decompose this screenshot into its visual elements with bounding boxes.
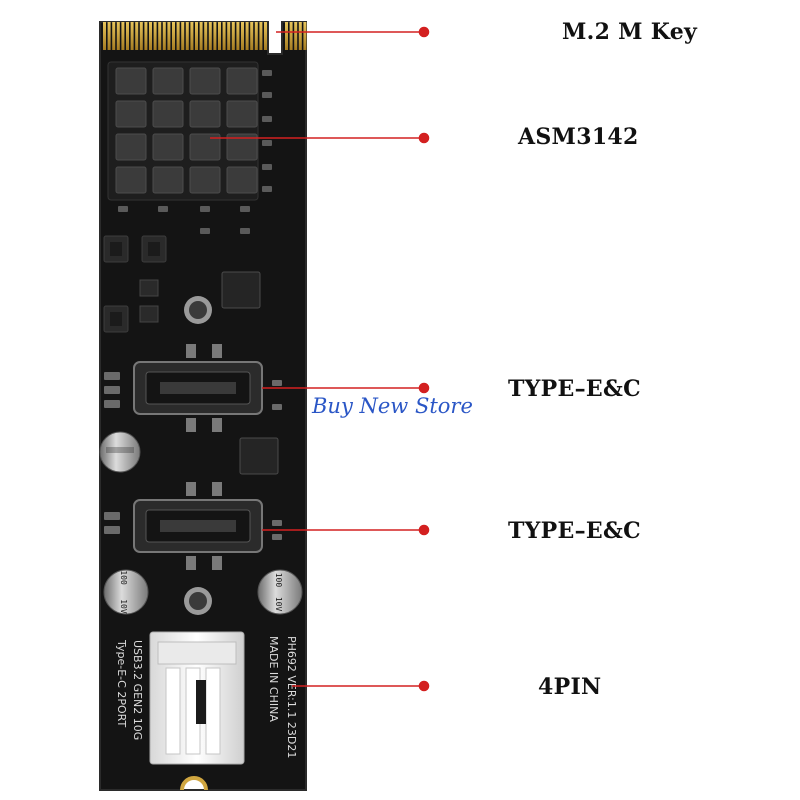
gold-pin: [144, 22, 148, 50]
heatsink-fin: [226, 100, 258, 128]
gold-pin: [176, 22, 180, 50]
heatsink-fin: [152, 67, 184, 95]
gold-pin: [303, 22, 307, 50]
svg-text:100 10V: 100 10V: [274, 573, 283, 612]
gold-pin: [172, 22, 175, 50]
gold-pin: [245, 22, 249, 50]
gold-pin: [259, 22, 263, 50]
capacitor-left-upper: [99, 431, 141, 473]
capacitor-left-lower: 100 10V: [103, 569, 149, 615]
heatsink-fin: [226, 67, 258, 95]
capacitor-right: 100 10V: [257, 569, 303, 615]
gold-pin: [181, 22, 185, 50]
gold-pin: [185, 22, 189, 50]
gold-pin: [130, 22, 134, 50]
gold-pin: [294, 22, 298, 50]
gold-pin: [153, 22, 157, 50]
gold-pin: [190, 22, 194, 50]
heatsink-fin: [226, 133, 258, 161]
pointer-4pin-dot: [418, 680, 430, 692]
gold-pin: [139, 22, 143, 50]
pointer-m2-key-dot: [418, 26, 430, 38]
type-e-connector-1: [133, 344, 263, 432]
pointer-type-ec-1-dot: [418, 382, 430, 394]
gold-pin: [135, 22, 139, 50]
m2-gold-fingers-key-side: [285, 22, 307, 50]
gold-pin: [158, 22, 162, 50]
gold-pin: [227, 22, 231, 50]
heatsink-fin: [115, 166, 147, 194]
smd-components-mid: [104, 372, 282, 540]
gold-pin: [254, 22, 258, 50]
heatsink-fin: [152, 166, 184, 194]
silk-model: PH692 VER:1.1 23D21: [285, 636, 298, 758]
m2-gold-fingers: [103, 22, 267, 50]
gold-pin: [167, 22, 171, 50]
four-pin-connector: [149, 631, 245, 765]
gold-pin: [195, 22, 198, 50]
inductors: [103, 235, 167, 333]
gold-pin: [213, 22, 217, 50]
callout-pointers: [210, 26, 430, 692]
gold-pin: [285, 22, 288, 50]
label-4pin: 4PIN: [538, 674, 602, 700]
label-type-ec-1: TYPE–E&C: [508, 376, 641, 402]
smd-components-top: [118, 70, 272, 234]
gold-pin: [298, 22, 302, 50]
screw-notch: [180, 776, 208, 791]
gold-pin: [199, 22, 203, 50]
gold-pin: [107, 22, 111, 50]
heatsink-fin: [115, 67, 147, 95]
pointer-asm3142-dot: [418, 132, 430, 144]
heatsink: [107, 61, 259, 201]
gold-pin: [241, 22, 244, 50]
heatsink-fin: [115, 100, 147, 128]
heatsink-fin: [189, 100, 221, 128]
ic-chips: [139, 271, 279, 475]
gold-pin: [289, 22, 293, 50]
heatsink-fin: [152, 133, 184, 161]
heatsink-base: [107, 61, 259, 201]
gold-pin: [218, 22, 221, 50]
heatsink-fin: [189, 67, 221, 95]
silkscreen-text: PH692 VER:1.1 23D21 MADE IN CHINA USB3.2…: [115, 636, 298, 758]
store-watermark: Buy New Store: [312, 394, 473, 418]
gold-pin: [162, 22, 166, 50]
gold-pin: [250, 22, 254, 50]
pointer-type-ec-2-dot: [418, 524, 430, 536]
type-e-connector-2: [133, 482, 263, 570]
silk-spec-2: Type-E-C 2PORT: [115, 639, 128, 727]
gold-pin: [121, 22, 125, 50]
label-asm3142: ASM3142: [518, 124, 639, 150]
gold-pin: [204, 22, 208, 50]
heatsink-fin: [115, 133, 147, 161]
silk-origin: MADE IN CHINA: [267, 636, 280, 722]
gold-pin: [126, 22, 129, 50]
heatsink-fin: [152, 100, 184, 128]
gold-pin: [208, 22, 212, 50]
gold-pin: [149, 22, 152, 50]
gold-pin: [264, 22, 267, 50]
silk-spec-1: USB3.2 GEN2 10G: [131, 640, 144, 740]
heatsink-fin: [189, 166, 221, 194]
gold-pin: [231, 22, 235, 50]
gold-pin: [103, 22, 106, 50]
heatsink-fin: [226, 166, 258, 194]
gold-pin: [236, 22, 240, 50]
gold-pin: [116, 22, 120, 50]
svg-text:100 10V: 100 10V: [119, 570, 128, 614]
gold-pin: [222, 22, 226, 50]
mounting-holes: [184, 296, 212, 615]
label-type-ec-2: TYPE–E&C: [508, 518, 641, 544]
heatsink-fin: [189, 133, 221, 161]
label-m2-m-key: M.2 M Key: [562, 19, 698, 45]
gold-pin: [112, 22, 116, 50]
